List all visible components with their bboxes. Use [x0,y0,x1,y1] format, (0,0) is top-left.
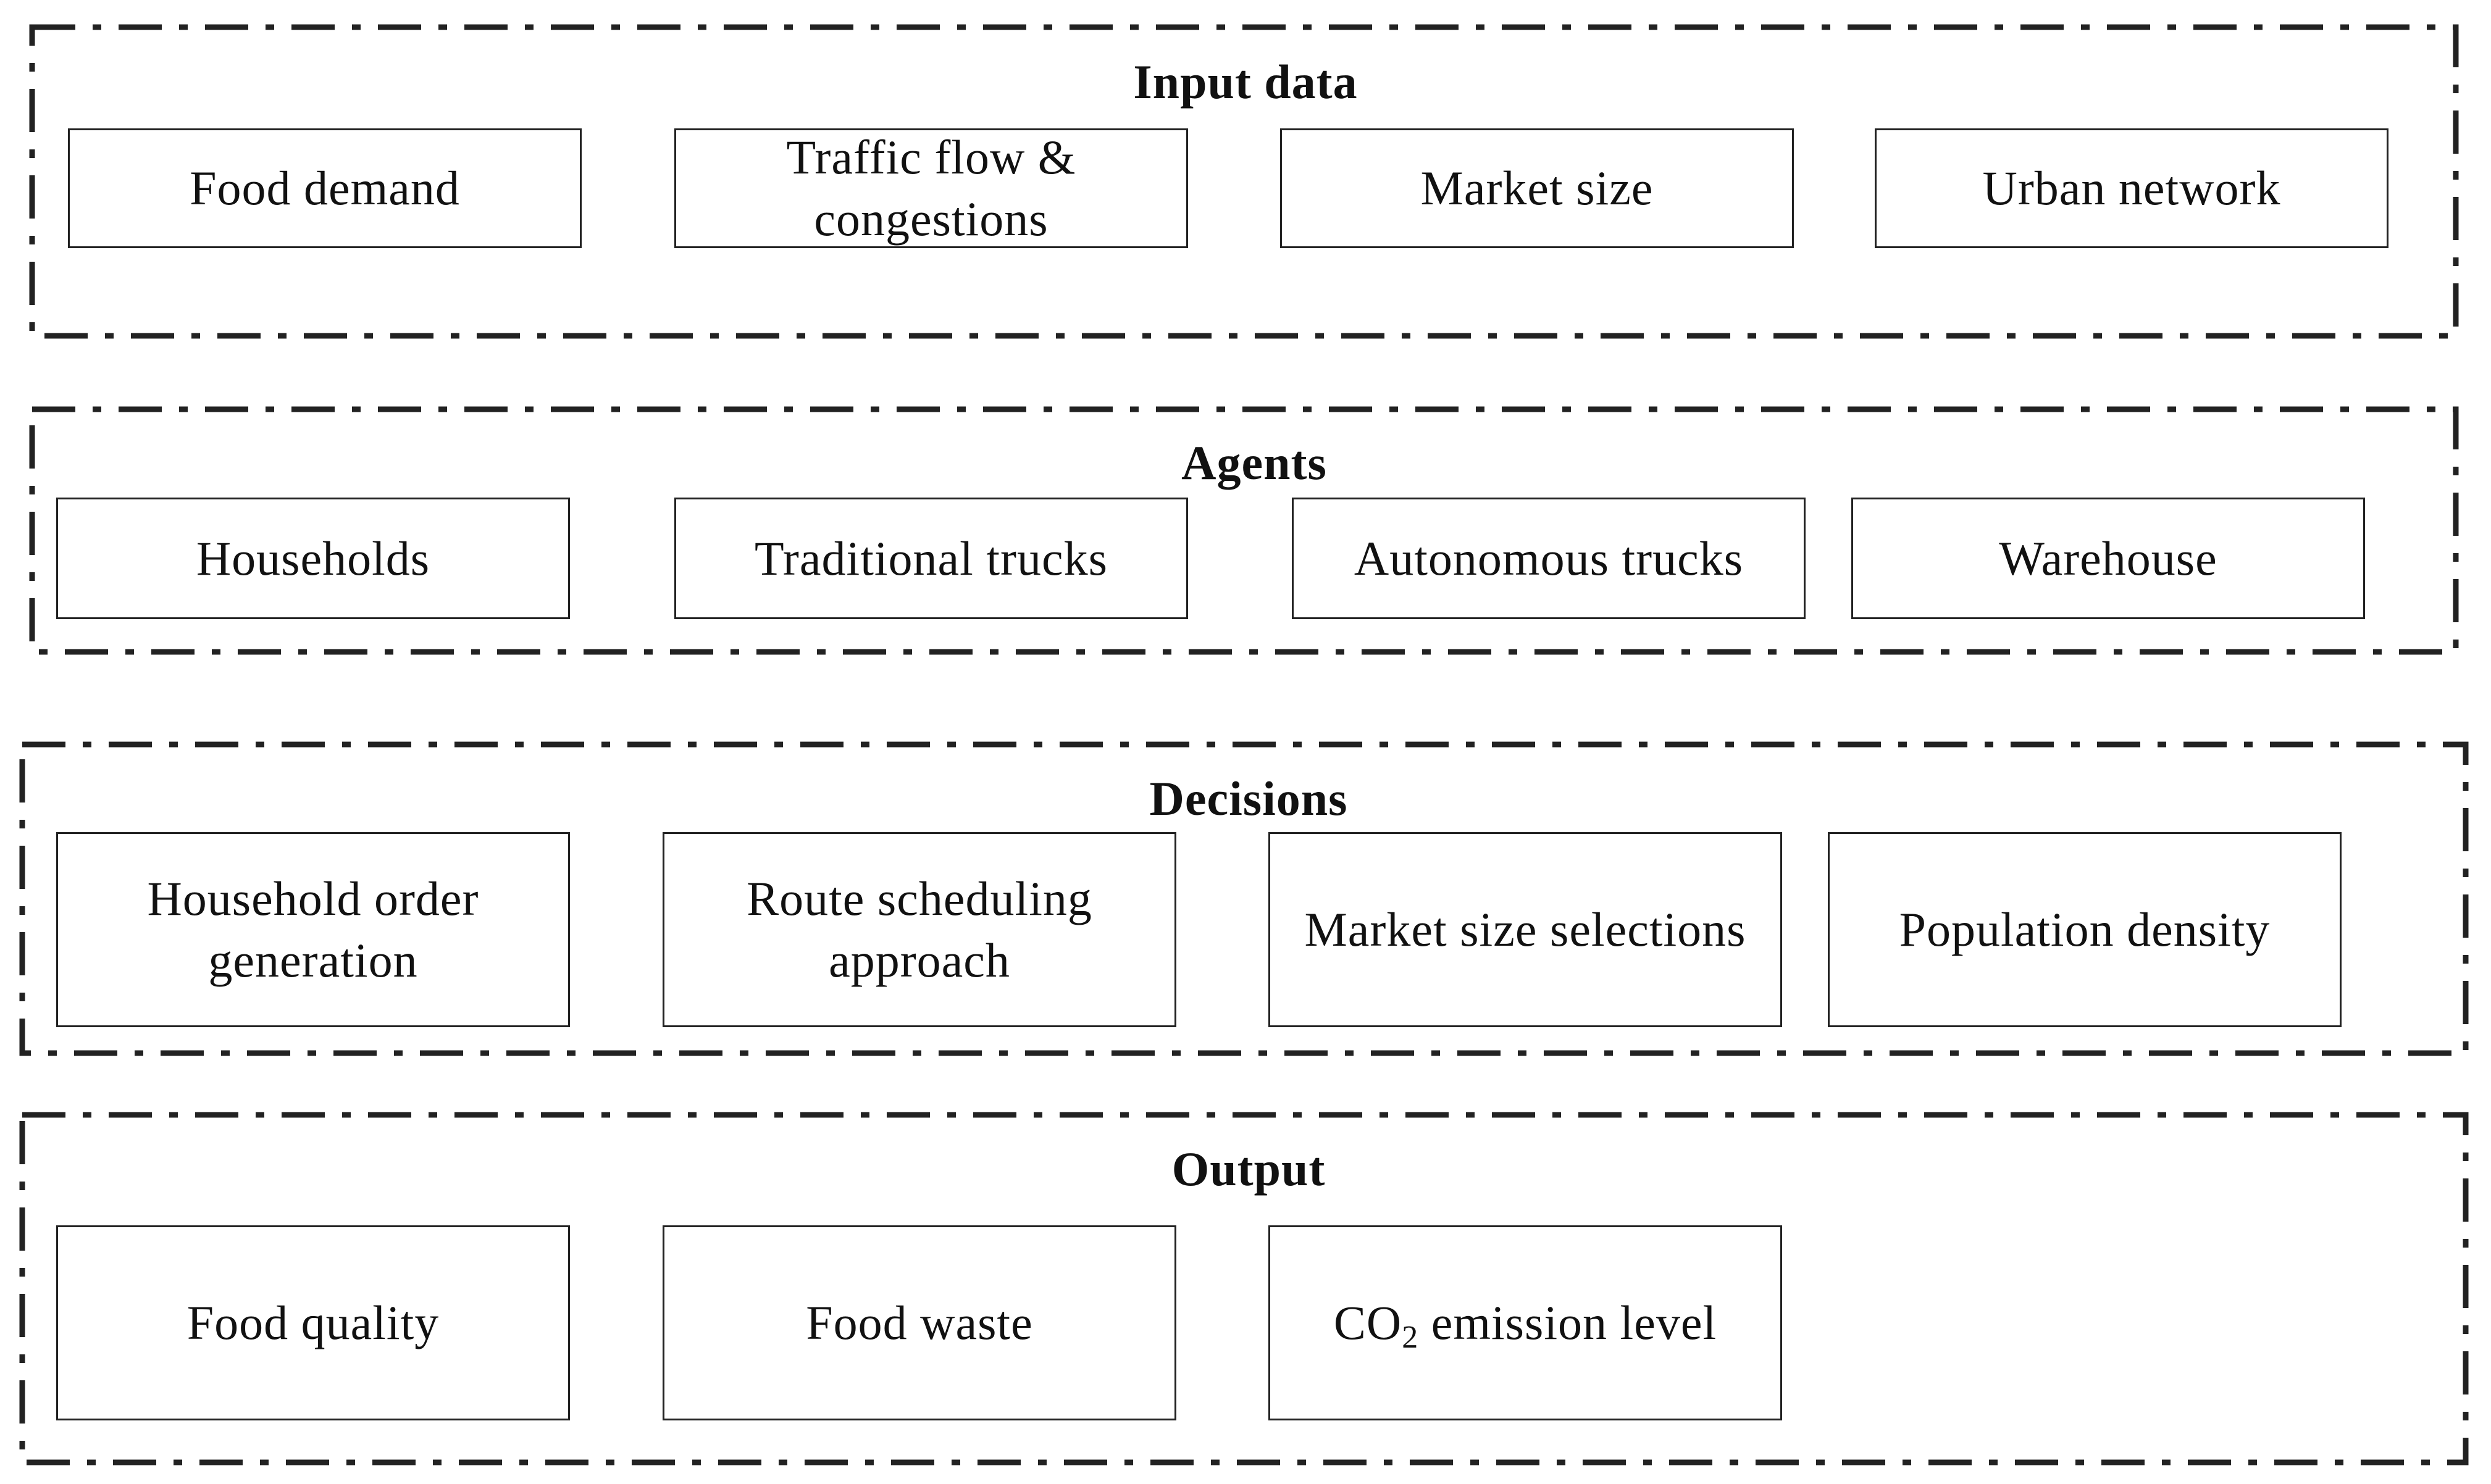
box-label: Market size selections [1304,902,1746,956]
box-population-density: Population density [1828,832,2342,1027]
box-label: Food demand [190,161,460,215]
box-label-line-1: Route scheduling [747,872,1092,925]
subscript-2: 2 [1402,1320,1419,1355]
box-market-size: Market size [1280,128,1794,248]
box-market-size-selections: Market size selections [1268,832,1782,1027]
box-households: Households [56,498,570,619]
box-traditional-trucks: Traditional trucks [674,498,1188,619]
box-label: Food quality [186,1296,440,1349]
box-label: CO2 emission level [1334,1292,1717,1354]
box-food-waste: Food waste [663,1225,1176,1420]
group-frame-agents [29,406,2459,655]
box-household-order-generation: Household order generation [56,832,570,1027]
box-label: Urban network [1982,161,2281,215]
box-label: Food waste [806,1296,1033,1349]
box-label-line-2: approach [829,933,1010,987]
group-title-decisions: Decisions [1149,772,1348,825]
group-frame-input-data [29,24,2459,339]
group-title-output: Output [1171,1142,1326,1196]
emission-level-text: emission level [1418,1296,1717,1349]
box-label: Households [196,531,430,585]
box-label-line-1: Traffic flow & [786,130,1076,184]
group-frame-decisions [19,741,2469,1056]
box-label: Population density [1899,902,2271,956]
box-label: Autonomous trucks [1354,531,1744,585]
group-title-input-data: Input data [1133,55,1358,109]
box-co2-emission-level: CO2 emission level [1268,1225,1782,1420]
box-label-line-2: generation [208,933,418,987]
box-label: Warehouse [1999,531,2217,585]
box-label: Market size [1420,161,1654,215]
group-title-agents: Agents [1181,436,1327,490]
box-food-quality: Food quality [56,1225,570,1420]
box-traffic-flow-congestions: Traffic flow & congestions [674,128,1188,248]
box-label-line-1: Household order [147,872,479,925]
box-route-scheduling-approach: Route scheduling approach [663,832,1176,1027]
group-frame-output [19,1112,2469,1465]
box-label-line-2: congestions [814,192,1049,246]
box-urban-network: Urban network [1875,128,2388,248]
box-warehouse: Warehouse [1851,498,2365,619]
box-autonomous-trucks: Autonomous trucks [1292,498,1806,619]
co-text: CO [1333,1296,1402,1349]
box-food-demand: Food demand [68,128,582,248]
box-label: Traditional trucks [755,531,1108,585]
